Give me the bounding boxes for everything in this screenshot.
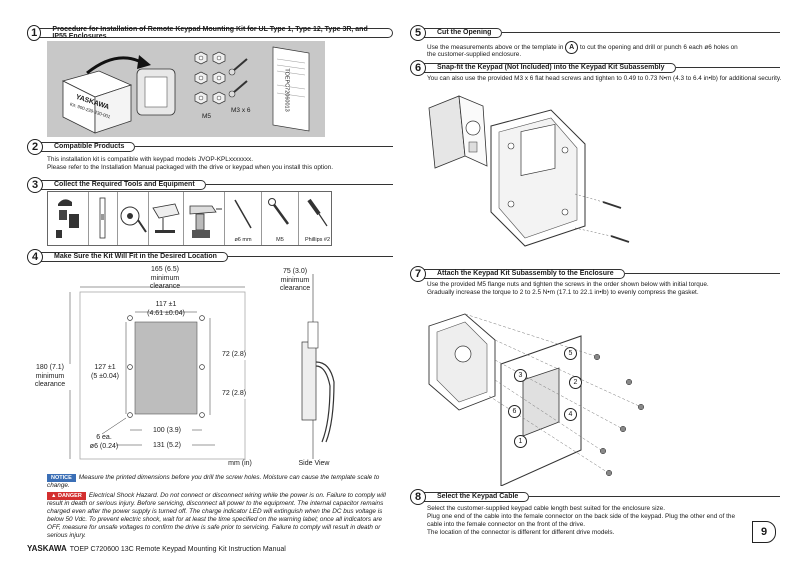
section-number: 1: [27, 24, 42, 41]
torque-order-4[interactable]: 4: [564, 408, 577, 421]
hole-spec: 6 ea. ø6 (0.24): [89, 434, 119, 450]
section-title: Compatible Products: [39, 141, 136, 152]
section-5-header: 5 Cut the Opening: [410, 24, 780, 41]
section-title: Snap-fit the Keypad (Not Included) into …: [422, 62, 676, 73]
template-a-badge: A: [565, 41, 579, 54]
m5-label: M5: [202, 113, 212, 120]
phillips-screwdriver-icon: Phillips #2: [299, 192, 336, 245]
kit-contents-box: YASKAWA Kit: 900-239-230-001 M5 M3 x 6 T…: [47, 41, 325, 137]
cut-text-2: the customer-supplied enclosure.: [427, 51, 522, 58]
m3-label: M3 x 6: [231, 107, 251, 114]
section-4-header: 4 Make Sure the Kit Will Fit in the Desi…: [27, 248, 393, 265]
footer-brand: YASKAWA: [27, 544, 67, 553]
cable-text-1: Select the customer-supplied keypad cabl…: [427, 505, 666, 512]
section-number: 3: [27, 176, 43, 193]
side-view-label: Side View: [298, 460, 330, 467]
section-number: 7: [410, 265, 426, 282]
drill-bit-label: ø6 mm: [234, 237, 252, 243]
danger-badge: ▲ DANGER: [47, 492, 86, 500]
section-title: Select the Keypad Cable: [422, 491, 530, 502]
section-title: Procedure for Installation of Remote Key…: [37, 26, 393, 40]
screwdriver-label: Phillips #2: [304, 237, 331, 243]
section-8-header: 8 Select the Keypad Cable: [410, 488, 780, 505]
units-label: mm (in): [228, 460, 252, 467]
dim-100: 100 (3.9): [142, 427, 192, 436]
warning-triangle-icon: ▲: [51, 493, 58, 499]
section-title: Collect the Required Tools and Equipment: [39, 179, 206, 190]
attach-illustration: 1 2 3 4 5 6: [425, 300, 655, 486]
compat-line-1: This installation kit is compatible with…: [47, 156, 253, 163]
drill-bit-icon: ø6 mm: [225, 192, 262, 245]
torque-order-2[interactable]: 2: [569, 376, 582, 389]
section-title: Attach the Keypad Kit Subassembly to the…: [422, 268, 625, 279]
dim-180: 180 (7.1) minimum clearance: [28, 364, 72, 390]
attach-text-2: Gradually increase the torque to 2 to 2.…: [427, 289, 699, 296]
snap-text: You can also use the provided M3 x 6 fla…: [427, 75, 782, 82]
section-2-header: 2 Compatible Products: [27, 138, 393, 155]
torque-order-1[interactable]: 1: [514, 435, 527, 448]
section-number: 4: [27, 248, 43, 265]
torque-order-6[interactable]: 6: [508, 405, 521, 418]
notice-badge: NOTICE: [47, 474, 76, 482]
section-7-header: 7 Attach the Keypad Kit Subassembly to t…: [410, 265, 780, 282]
notice-text: Measure the printed dimensions before yo…: [47, 474, 380, 489]
dim-127: 127 ±1 (5 ±0.04): [91, 364, 119, 380]
tape-measure-icon: [118, 192, 149, 245]
socket-size-label: M5: [276, 237, 284, 243]
section-number: 5: [410, 24, 426, 41]
dim-72-upper: 72 (2.8): [214, 351, 254, 360]
level-icon: [89, 192, 118, 245]
ppe-icon: [48, 192, 89, 245]
section-1-header: 1 Procedure for Installation of Remote K…: [27, 24, 393, 41]
kit-contents-illustration: [61, 46, 310, 134]
cable-text-3: cable into the female connector on the f…: [427, 521, 586, 528]
section-number: 2: [27, 138, 43, 155]
page-number: 9: [752, 521, 776, 543]
manual-code: TOEPC72060013: [283, 68, 290, 112]
section-title: Make Sure the Kit Will Fit in the Desire…: [39, 251, 228, 262]
attach-text-1: Use the provided M5 flange nuts and tigh…: [427, 281, 709, 288]
template-diagram: 165 (6.5) minimum clearance 117 ±1 (4.61…: [28, 262, 390, 472]
torque-order-5[interactable]: 5: [564, 347, 577, 360]
dim-131: 131 (5.2): [142, 442, 192, 451]
tools-row: ø6 mm M5 Phillips #2: [47, 191, 332, 246]
cable-text-2: Plug one end of the cable into the femal…: [427, 513, 736, 520]
cable-text-4: The location of the connector is differe…: [427, 529, 615, 536]
section-number: 6: [410, 59, 426, 76]
footer-doc: TOEP C720600 13C Remote Keypad Mounting …: [69, 546, 286, 553]
dim-75: 75 (3.0) minimum clearance: [279, 268, 311, 292]
section-6-header: 6 Snap-fit the Keypad (Not Included) int…: [410, 59, 780, 76]
power-drill-icon: [184, 192, 225, 245]
socket-wrench-icon: M5: [262, 192, 299, 245]
cut-text-1: Use the measurements above or the templa…: [427, 41, 738, 54]
section-title: Cut the Opening: [422, 27, 503, 38]
dim-165: 165 (6.5) minimum clearance: [149, 266, 181, 290]
compat-line-2: Please refer to the Installation Manual …: [47, 164, 333, 171]
dim-117: 117 ±1 (4.61 ±0.04): [147, 301, 185, 317]
snap-fit-illustration: [428, 95, 630, 247]
dim-72-lower: 72 (2.8): [214, 390, 254, 399]
section-3-header: 3 Collect the Required Tools and Equipme…: [27, 176, 393, 193]
jigsaw-icon: [149, 192, 184, 245]
torque-order-3[interactable]: 3: [514, 369, 527, 382]
section-number: 8: [410, 488, 426, 505]
danger-text: Electrical Shock Hazard. Do not connect …: [47, 492, 386, 539]
